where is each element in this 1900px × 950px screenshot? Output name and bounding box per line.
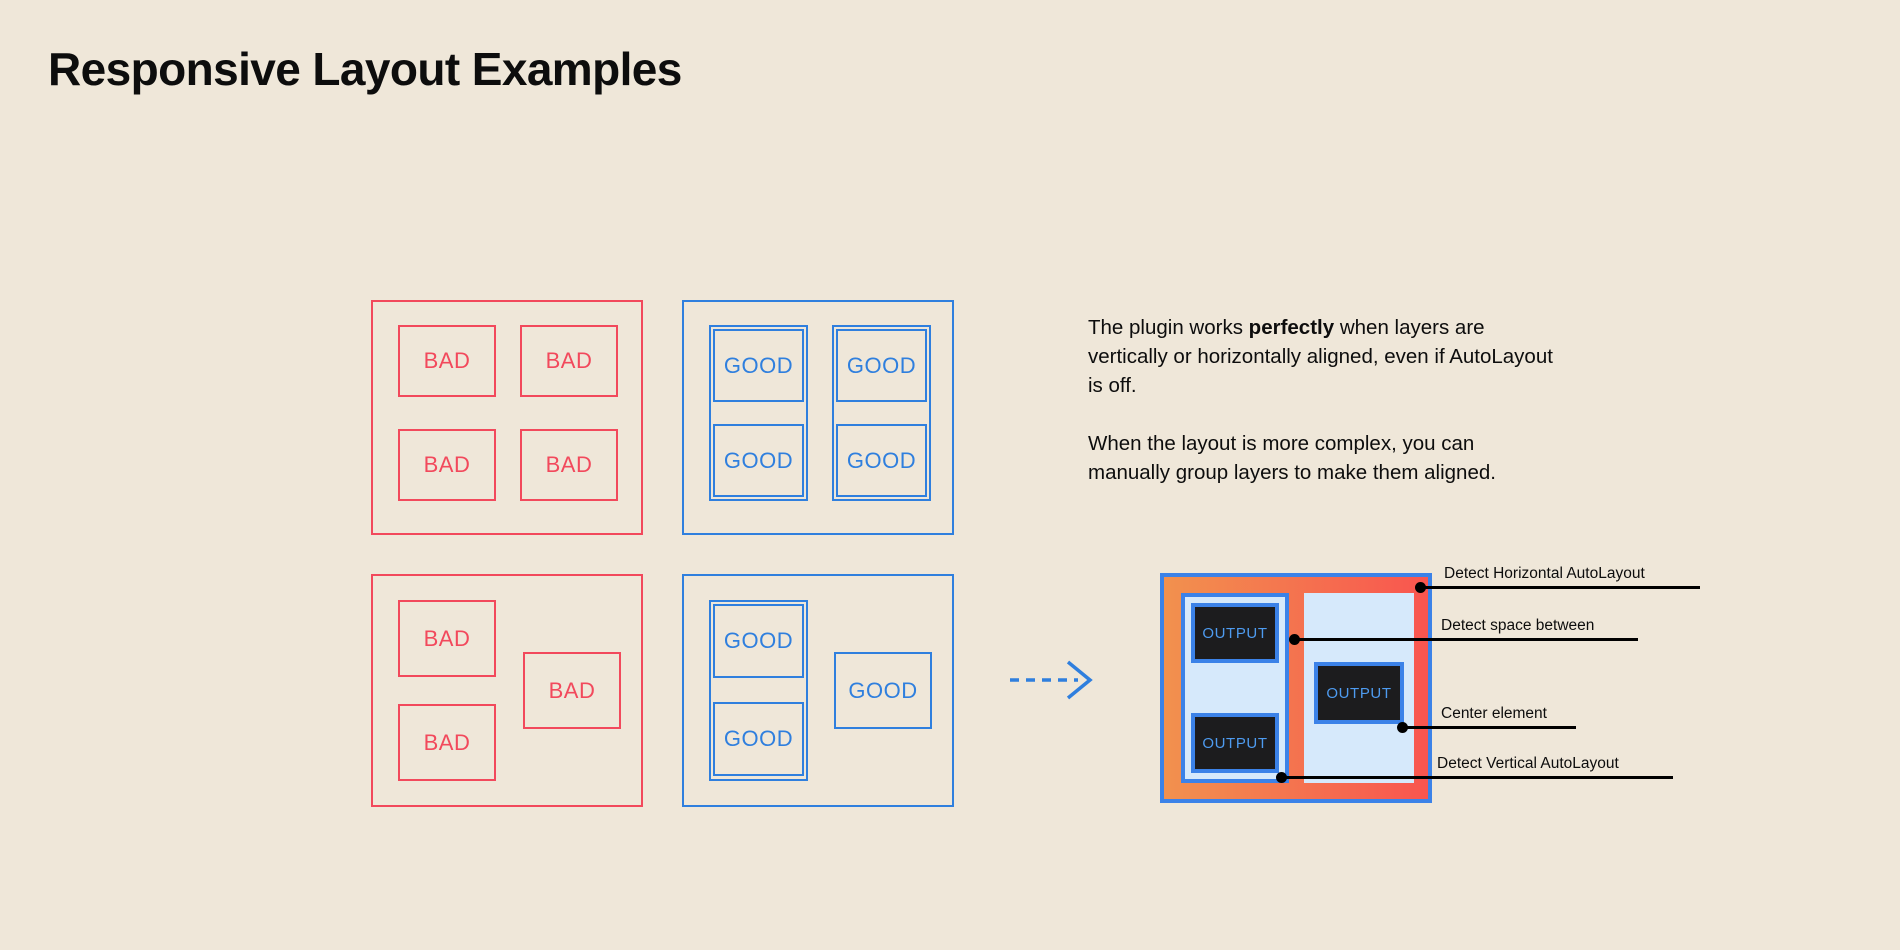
paragraph-spacer	[1088, 400, 1558, 429]
good-cell: GOOD	[836, 329, 927, 402]
good-grid-panel: GOOD GOOD GOOD GOOD	[682, 300, 954, 535]
bad-cell: BAD	[398, 429, 496, 501]
description-paragraph-1: The plugin works perfectly when layers a…	[1088, 313, 1558, 400]
bad-grid-panel: BAD BAD BAD BAD	[371, 300, 643, 535]
callout-label: Detect Horizontal AutoLayout	[1444, 565, 1645, 582]
output-box: OUTPUT	[1191, 713, 1279, 773]
bad-cell: BAD	[523, 652, 621, 729]
dashed-arrow-right-icon	[1010, 660, 1093, 700]
good-cell: GOOD	[836, 424, 927, 497]
group-frame	[709, 325, 808, 501]
bad-cell: BAD	[520, 429, 618, 501]
callout-line	[1402, 726, 1576, 729]
output-box: OUTPUT	[1314, 662, 1404, 724]
detection-diagram: OUTPUT OUTPUT OUTPUT	[1160, 573, 1432, 803]
callout-label: Detect Vertical AutoLayout	[1437, 755, 1619, 772]
bad-cell: BAD	[520, 325, 618, 397]
bad-cell: BAD	[398, 704, 496, 781]
callout-line	[1294, 638, 1638, 641]
good-cell: GOOD	[834, 652, 932, 729]
good-cell: GOOD	[713, 424, 804, 497]
callout-line	[1420, 586, 1700, 589]
callout-label: Center element	[1441, 705, 1547, 722]
group-frame	[832, 325, 931, 501]
page-title: Responsive Layout Examples	[48, 43, 682, 95]
bad-cell: BAD	[398, 600, 496, 677]
output-box: OUTPUT	[1191, 603, 1279, 663]
good-cell: GOOD	[713, 702, 804, 776]
description-paragraph-2: When the layout is more complex, you can…	[1088, 432, 1496, 484]
description-p1-after: when layers are vertically or horizontal…	[1088, 316, 1553, 397]
group-frame	[709, 600, 808, 781]
description-p1-bold: perfectly	[1248, 316, 1335, 339]
callout-label: Detect space between	[1441, 617, 1595, 634]
good-cell: GOOD	[713, 329, 804, 402]
good-complex-panel: GOOD GOOD GOOD	[682, 574, 954, 807]
callout-line	[1281, 776, 1673, 779]
description-text: The plugin works perfectly when layers a…	[1088, 313, 1558, 487]
bad-complex-panel: BAD BAD BAD	[371, 574, 643, 807]
bad-cell: BAD	[398, 325, 496, 397]
good-cell: GOOD	[713, 604, 804, 678]
description-p1-before: The plugin works	[1088, 316, 1249, 339]
